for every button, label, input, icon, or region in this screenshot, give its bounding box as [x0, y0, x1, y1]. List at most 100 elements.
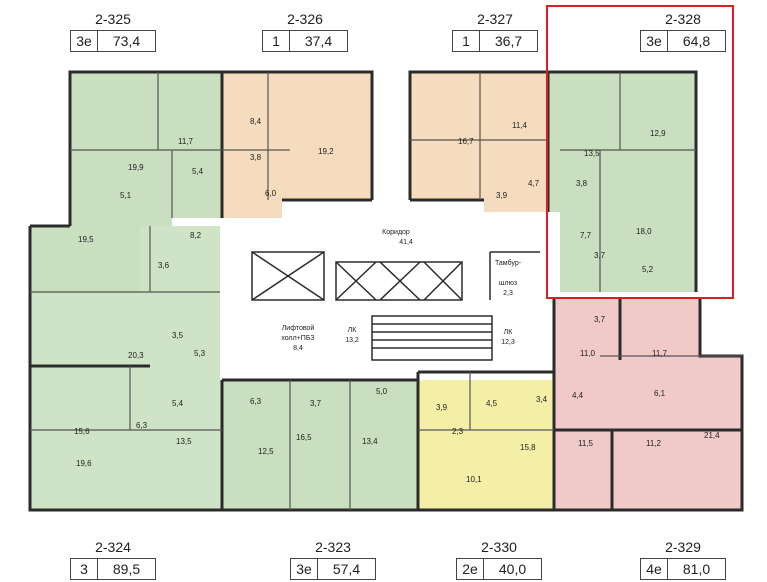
room-area: 2,3: [452, 427, 464, 436]
tambour-label-1: Тамбур-: [495, 259, 522, 267]
room-area: 13,5: [176, 437, 192, 446]
apt-2-329-area: [554, 298, 742, 510]
apt-number: 2-323: [315, 539, 351, 555]
apt-area: 89,5: [112, 561, 141, 577]
apt-number: 2-330: [481, 539, 517, 555]
room-area: 3,7: [594, 251, 606, 260]
apt-2-326-area: [222, 72, 372, 218]
room-area: 13,4: [362, 437, 378, 446]
room-area: 12,5: [258, 447, 274, 456]
room-area: 3,6: [158, 261, 170, 270]
lift-hall-area: 8,4: [293, 345, 303, 352]
apt-2-324-area: [30, 226, 222, 510]
apt-2-328-area: [548, 72, 696, 292]
selected-apartment-highlight: [546, 5, 734, 299]
room-area: 5,4: [192, 167, 204, 176]
room-area: 5,0: [376, 387, 388, 396]
room-area: 3,7: [310, 399, 322, 408]
apt-number: 2-325: [95, 11, 131, 27]
lift-hall-label-2: холл+ПБЗ: [281, 335, 314, 342]
apt-tag-2-328: 2-328 3е 64,8: [640, 8, 726, 52]
room-area: 19,2: [318, 147, 334, 156]
apt-type: 4е: [641, 559, 668, 579]
apt-type: 1: [263, 31, 290, 51]
room-area: 7,7: [580, 231, 592, 240]
room-area: 11,7: [178, 137, 194, 146]
room-area: 15,6: [74, 427, 90, 436]
room-area: 6,3: [250, 397, 262, 406]
room-area: 8,2: [190, 231, 202, 240]
room-area: 11,4: [512, 121, 528, 130]
room-area: 16,5: [296, 433, 312, 442]
apt-2-325-area: [70, 72, 222, 226]
room-area: 10,1: [466, 475, 482, 484]
room-area: 8,4: [250, 117, 262, 126]
stair-1-label: ЛК: [348, 327, 358, 334]
apt-area: 64,8: [682, 33, 711, 49]
apt-number: 2-329: [665, 539, 701, 555]
apt-area: 81,0: [682, 561, 711, 577]
stair-1-area: 13,2: [345, 337, 359, 344]
apt-number: 2-327: [477, 11, 513, 27]
tambour-label-2: шлюз: [499, 280, 517, 287]
apt-info-row: 4е 81,0: [640, 558, 726, 580]
room-area: 21,4: [704, 431, 720, 440]
room-area: 3,5: [172, 331, 184, 340]
apt-info-row: 3е 64,8: [640, 30, 726, 52]
apt-area: 73,4: [112, 33, 141, 49]
apt-number: 2-324: [95, 539, 131, 555]
apt-number: 2-328: [665, 11, 701, 27]
room-area: 4,5: [486, 399, 498, 408]
room-area: 20,3: [128, 351, 144, 360]
room-area: 19,9: [128, 163, 144, 172]
room-area: 11,2: [646, 439, 662, 448]
stair-2-area: 12,3: [501, 339, 515, 346]
tambour-area: 2,3: [503, 290, 513, 297]
apt-area: 57,4: [332, 561, 361, 577]
room-area: 5,3: [194, 349, 206, 358]
apt-2-324-balcony: [30, 226, 140, 292]
inner-walls: [30, 72, 742, 510]
apt-type: 3: [71, 559, 98, 579]
corridor-label: Коридор: [382, 229, 410, 236]
core-area: [222, 218, 552, 380]
apt-tag-2-323: 2-323 3е 57,4: [290, 536, 376, 580]
apt-type: 3е: [641, 31, 668, 51]
lift-hall-label-1: Лифтовой: [282, 324, 315, 332]
room-labels: 11,7 19,9 5,4 5,1 8,4 3,8 19,2 6,0 16,7 …: [74, 117, 720, 484]
room-area: 3,4: [536, 395, 548, 404]
room-area: 5,4: [172, 399, 184, 408]
apt-area: 36,7: [494, 33, 523, 49]
walls: [28, 70, 744, 512]
apt-area: 40,0: [498, 561, 527, 577]
apt-tag-2-329: 2-329 4е 81,0: [640, 536, 726, 580]
apt-2-327-area: [410, 72, 548, 212]
room-area: 19,5: [78, 235, 94, 244]
apt-info-row: 3е 57,4: [290, 558, 376, 580]
room-area: 11,5: [578, 439, 594, 448]
room-area: 11,7: [652, 349, 668, 358]
room-area: 16,7: [458, 137, 474, 146]
apt-area: 37,4: [304, 33, 333, 49]
room-area: 3,9: [496, 191, 508, 200]
room-area: 4,7: [528, 179, 540, 188]
apt-number: 2-326: [287, 11, 323, 27]
room-area: 18,0: [636, 227, 652, 236]
room-area: 3,8: [250, 153, 262, 162]
room-area: 3,7: [594, 315, 606, 324]
corridor-area: 41,4: [399, 239, 413, 246]
apt-type: 1: [453, 31, 480, 51]
room-area: 4,4: [572, 391, 584, 400]
apt-type: 3е: [291, 559, 318, 579]
room-area: 5,2: [642, 265, 654, 274]
